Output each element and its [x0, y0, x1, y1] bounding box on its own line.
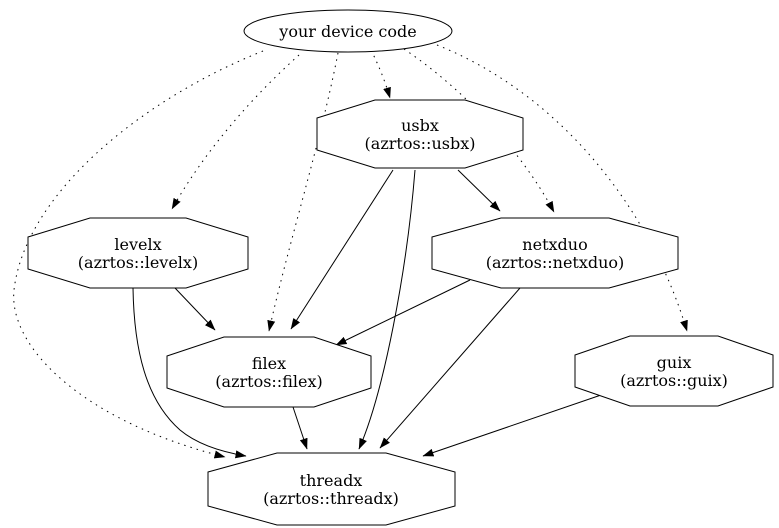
octagon-shape — [316, 99, 524, 169]
edge-usbx-threadx — [358, 169, 416, 450]
node-filex: filex (azrtos::filex) — [166, 336, 372, 408]
edge-usbx-filex — [290, 169, 394, 330]
node-label: your device code — [278, 22, 416, 41]
node-device-code: your device code — [243, 9, 453, 53]
edge-device-levelx — [171, 54, 300, 210]
octagon-shape — [574, 335, 774, 407]
edge-netxduo-threadx — [379, 287, 521, 449]
node-sublabel: (azrtos::usbx) — [365, 134, 476, 153]
node-sublabel: (azrtos::threadx) — [263, 489, 399, 508]
node-levelx: levelx (azrtos::levelx) — [27, 217, 249, 289]
node-netxduo: netxduo (azrtos::netxduo) — [431, 217, 679, 289]
octagon-shape — [27, 217, 249, 289]
edge-netxduo-filex — [335, 279, 471, 346]
node-sublabel: (azrtos::guix) — [620, 371, 728, 390]
edge-device-filex — [267, 52, 339, 332]
octagon-shape — [431, 217, 679, 289]
node-label: guix — [657, 353, 692, 372]
ellipse-shape — [243, 9, 453, 53]
node-sublabel: (azrtos::netxduo) — [486, 253, 625, 272]
octagon-shape — [207, 452, 456, 526]
node-label: usbx — [401, 116, 439, 135]
node-threadx: threadx (azrtos::threadx) — [207, 452, 456, 526]
edge-levelx-threadx — [132, 287, 247, 459]
edge-device-usbx — [370, 49, 391, 99]
node-sublabel: (azrtos::levelx) — [78, 253, 198, 272]
node-sublabel: (azrtos::filex) — [215, 372, 322, 391]
node-label: netxduo — [522, 235, 587, 254]
node-usbx: usbx (azrtos::usbx) — [316, 99, 524, 169]
node-guix: guix (azrtos::guix) — [574, 335, 774, 407]
edge-levelx-filex — [174, 287, 216, 331]
octagon-shape — [166, 336, 372, 408]
edge-guix-threadx — [422, 393, 605, 457]
edge-usbx-netxduo — [457, 169, 501, 212]
edge-filex-threadx — [292, 406, 308, 450]
node-label: levelx — [114, 235, 161, 254]
node-label: filex — [252, 354, 286, 373]
node-label: threadx — [300, 471, 363, 490]
edge-device-guix — [436, 44, 688, 332]
